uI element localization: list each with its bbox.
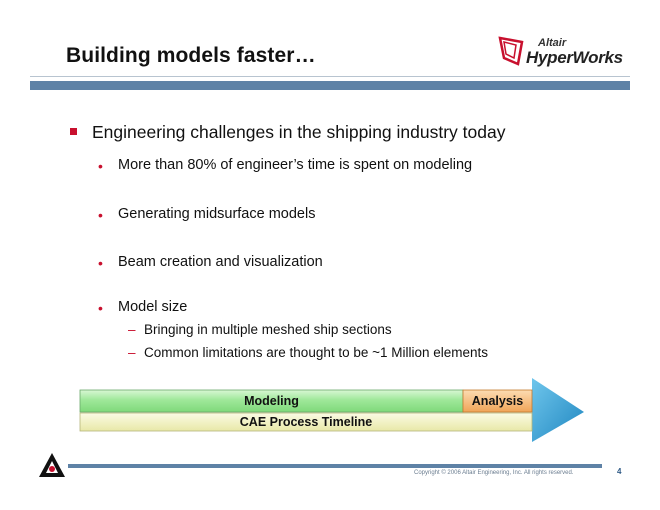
analysis-bar <box>462 389 533 413</box>
cae-process-timeline: Modeling Analysis CAE Process Timeline <box>78 378 584 444</box>
footer-rule <box>68 464 602 468</box>
hyperworks-logo: Altair HyperWorks <box>496 36 624 72</box>
dash-bullet-icon: – <box>128 322 136 337</box>
bullet-text: Model size <box>118 299 188 315</box>
sub-bullet-text: Common limitations are thought to be ~1 … <box>144 345 489 360</box>
slide-title: Building models faster… <box>66 44 316 67</box>
square-bullet-icon <box>70 128 77 135</box>
dot-bullet-icon: • <box>98 158 103 174</box>
altair-triangle-icon <box>39 453 65 477</box>
modeling-label: Modeling <box>244 394 299 408</box>
dot-bullet-icon: • <box>98 207 103 223</box>
caption-bar <box>79 412 533 432</box>
analysis-label: Analysis <box>471 394 524 408</box>
dot-bullet-icon: • <box>98 300 103 316</box>
logo-main-text: HyperWorks <box>526 48 623 67</box>
timeline-arrow-graphic <box>79 378 584 442</box>
copyright-text: Copyright © 2006 Altair Engineering, Inc… <box>414 470 574 476</box>
altair-logo-icon <box>498 36 524 66</box>
header-rule <box>30 76 630 77</box>
bullet-text: More than 80% of engineer’s time is spen… <box>118 157 473 173</box>
timeline-caption: CAE Process Timeline <box>239 415 373 429</box>
header-band <box>30 81 630 90</box>
main-bullet-text: Engineering challenges in the shipping i… <box>92 122 506 142</box>
logo-top-text: Altair <box>538 37 567 49</box>
bullet-text: Generating midsurface models <box>118 206 316 222</box>
sub-bullet-text: Bringing in multiple meshed ship section… <box>144 322 392 337</box>
dash-bullet-icon: – <box>128 345 136 360</box>
bullet-text: Beam creation and visualization <box>118 254 323 270</box>
dot-bullet-icon: • <box>98 255 103 271</box>
arrow-head <box>532 378 584 442</box>
page-number: 4 <box>617 467 622 476</box>
